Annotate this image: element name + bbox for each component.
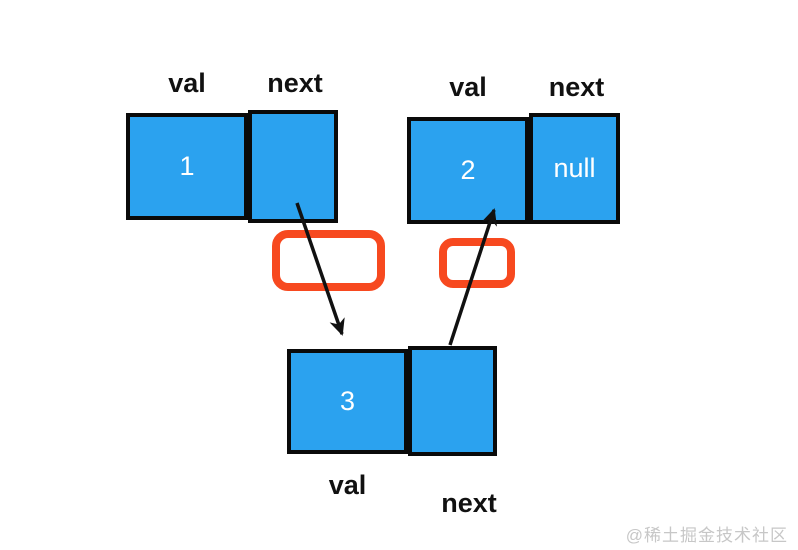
node2-val-value: 2: [460, 155, 476, 185]
node1-val-label: val: [168, 68, 206, 98]
node1-val-cell: 1: [126, 113, 248, 220]
node2-val-label: val: [449, 72, 487, 102]
node1-val-value: 1: [179, 151, 195, 181]
node1-next-cell: [248, 110, 338, 223]
pointer-highlight-right: [439, 238, 515, 288]
node2-val-cell: 2: [407, 117, 529, 224]
node1-next-label: next: [267, 68, 323, 98]
node2-next-label: next: [548, 72, 605, 102]
node3-next-cell: [408, 346, 497, 456]
node3-val-value: 3: [339, 386, 356, 416]
node3-val-label: val: [328, 470, 367, 500]
node2-next-value: null: [553, 153, 596, 183]
node3-next-label: next: [441, 488, 497, 518]
pointer-highlight-left: [272, 230, 385, 291]
watermark: @稀土掘金技术社区: [625, 526, 788, 545]
node2-next-cell: null: [529, 113, 620, 224]
node3-val-cell: 3: [287, 349, 408, 454]
